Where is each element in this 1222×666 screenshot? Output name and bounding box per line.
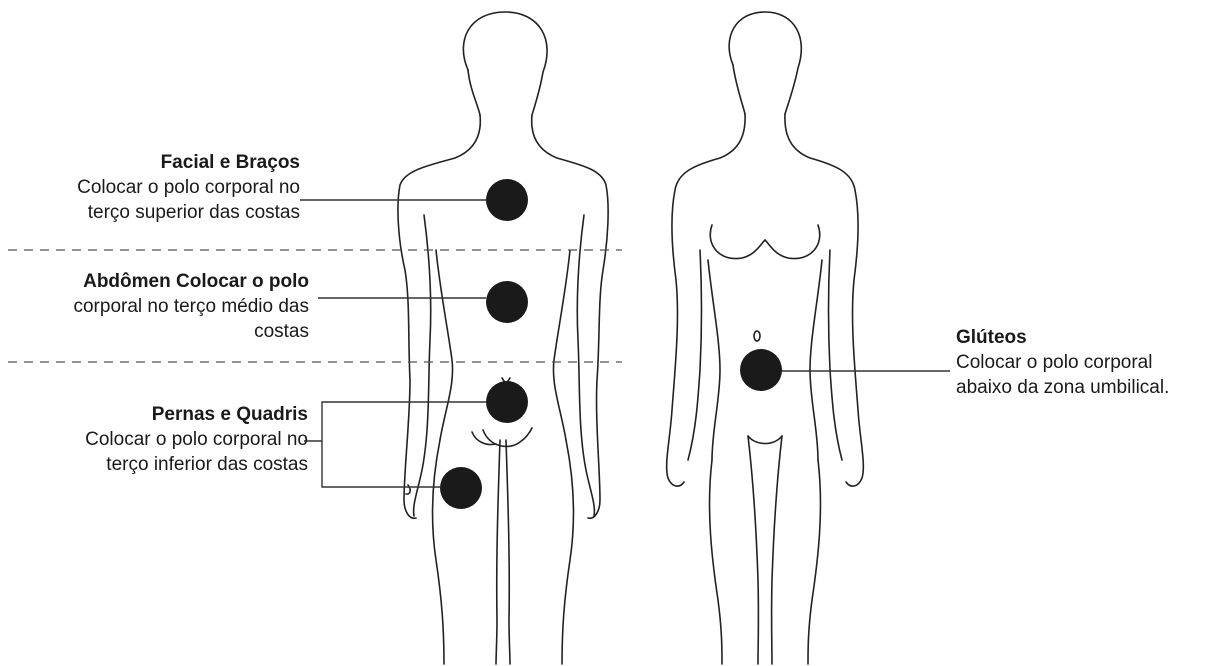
label-facial-bracos: Facial e Braços Colocar o polo corporal …	[77, 150, 300, 225]
label-pernas-title: Pernas e Quadris	[85, 402, 308, 427]
label-pernas-line1: Colocar o polo corporal no	[85, 427, 308, 452]
electrode-upper-back	[486, 179, 528, 221]
label-abdomen-title: Abdômen Colocar o polo	[73, 269, 309, 294]
label-facial-line2: terço superior das costas	[77, 200, 300, 225]
electrode-abdomen-front	[740, 349, 782, 391]
back-view-body	[398, 12, 608, 664]
front-view-body	[667, 12, 864, 664]
label-gluteos-line2: abaixo da zona umbilical.	[956, 375, 1169, 400]
electrode-thigh-back	[440, 467, 482, 509]
label-pernas-line2: terço inferior das costas	[85, 452, 308, 477]
label-pernas-quadris: Pernas e Quadris Colocar o polo corporal…	[85, 402, 308, 477]
electrode-mid-back	[486, 281, 528, 323]
electrode-lower-back	[486, 381, 528, 423]
label-gluteos-title: Glúteos	[956, 325, 1169, 350]
label-facial-line1: Colocar o polo corporal no	[77, 175, 300, 200]
label-abdomen-line1: corporal no terço médio das	[73, 294, 309, 319]
label-gluteos: Glúteos Colocar o polo corporal abaixo d…	[956, 325, 1169, 400]
electrodes	[440, 179, 782, 509]
label-facial-title: Facial e Braços	[77, 150, 300, 175]
leader-lines	[300, 200, 950, 487]
label-abdomen-line2: costas	[73, 319, 309, 344]
label-gluteos-line1: Colocar o polo corporal	[956, 350, 1169, 375]
label-abdomen: Abdômen Colocar o polo corporal no terço…	[73, 269, 309, 344]
